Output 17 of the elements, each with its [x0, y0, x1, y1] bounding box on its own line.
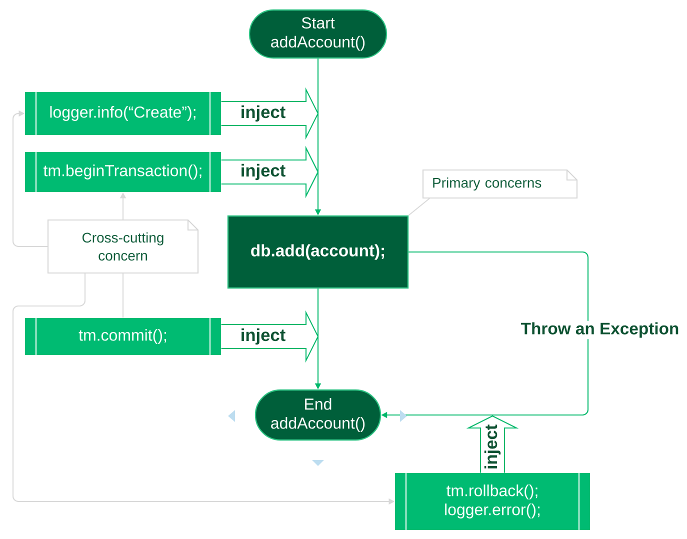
- edge-label: inject: [483, 423, 502, 471]
- process-box: tm.commit();: [25, 318, 221, 355]
- terminator: End addAccount(): [254, 389, 382, 441]
- terminator: Start addAccount(): [248, 9, 388, 59]
- edge-label: inject: [239, 327, 287, 346]
- leader-line: [408, 198, 430, 216]
- edge-label: inject: [239, 104, 287, 123]
- process-box: logger.info(“Create”);: [25, 92, 221, 135]
- leader-line: [122, 273, 124, 318]
- note-box: Cross-cutting concern: [47, 219, 199, 274]
- edge-label: inject: [239, 162, 287, 182]
- process-box: db.add(account);: [227, 215, 409, 289]
- leader-line: [12, 110, 48, 248]
- note-box: Primary concerns: [422, 169, 578, 199]
- process-box: tm.rollback(); logger.error();: [395, 473, 590, 530]
- process-box: tm.beginTransaction();: [25, 152, 221, 192]
- edge-label: Throw an Exception: [520, 320, 680, 340]
